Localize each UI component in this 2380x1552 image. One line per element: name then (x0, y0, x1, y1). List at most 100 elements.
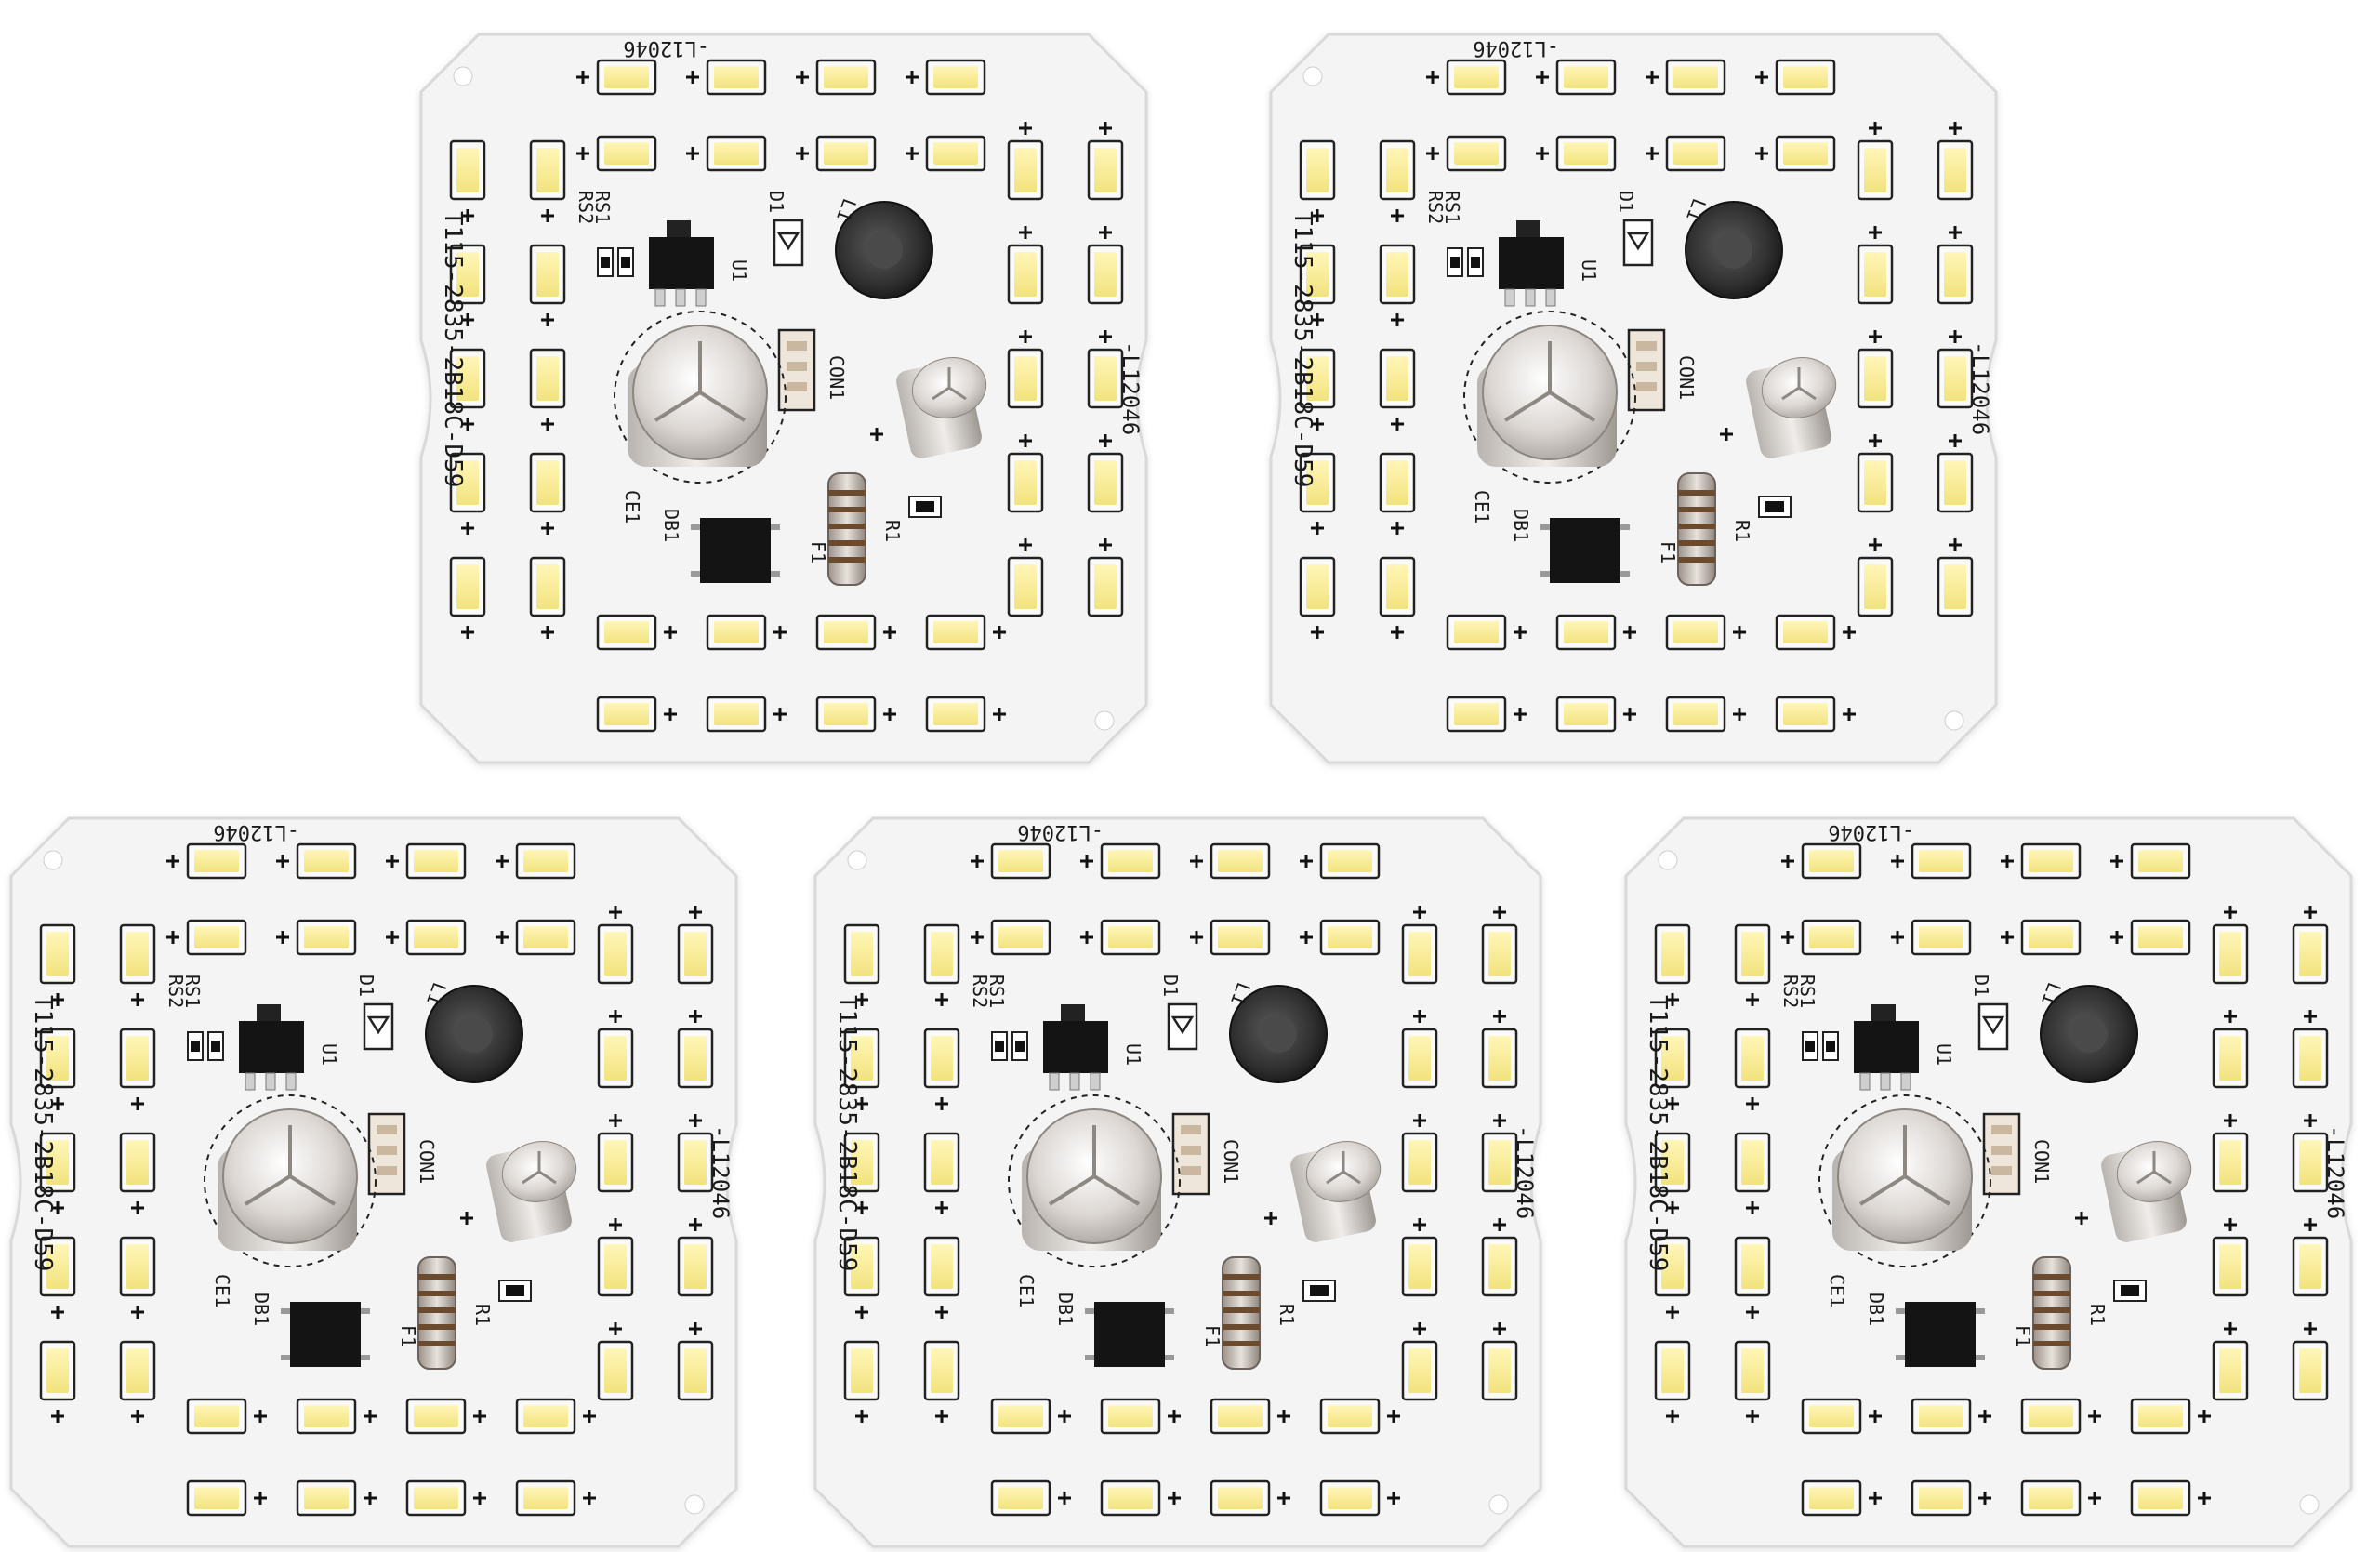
con1-pin (1181, 1125, 1201, 1134)
led-left-c0-r2-chip (1306, 356, 1329, 401)
db1-leads (1540, 524, 1630, 577)
f1-label: F1 (2012, 1325, 2034, 1347)
r1-resistor-body (506, 1285, 524, 1296)
f1-band (1223, 1324, 1260, 1330)
polarity-mark (1311, 418, 1324, 431)
led-left-c1-r4-chip (126, 1348, 149, 1393)
polarity-mark (609, 906, 622, 919)
ce1-footprint (1008, 1094, 1181, 1267)
led-bottom-r1-c0-chip (1809, 1487, 1854, 1509)
led-left-c1-r0-chip (536, 148, 559, 192)
led-left-c1-r0-chip (126, 932, 149, 976)
led-bottom-r0-c1-chip (1919, 1405, 1964, 1427)
polarity-mark (2110, 931, 2123, 944)
led-right-c0-r2-chip (2219, 1140, 2241, 1185)
polarity-mark (496, 855, 509, 868)
polarity-mark (1746, 1201, 1759, 1214)
led-top-r0-c0-chip (998, 850, 1043, 872)
polarity-mark (1080, 931, 1093, 944)
polarity-mark (1168, 1492, 1181, 1505)
polarity-mark (855, 1306, 868, 1319)
led-bottom-r1-c2-chip (2029, 1487, 2073, 1509)
led-right-c0-r4-chip (604, 1348, 627, 1393)
led-bottom-r0-c0-chip (194, 1405, 239, 1427)
led-top-r0-c1-chip (714, 66, 759, 88)
led-right-c0-r1-chip (1864, 252, 1886, 297)
polarity-mark (1949, 122, 1962, 135)
led-top-r1-c2-chip (824, 142, 868, 165)
led-right-c1-r0-chip (684, 932, 707, 976)
rs2-label: RS2 (1424, 191, 1447, 224)
polarity-mark (1843, 708, 1856, 721)
led-bottom-r1-c1-chip (1108, 1487, 1153, 1509)
d1-diode (1622, 219, 1654, 267)
f1-band (418, 1307, 456, 1313)
led-right-c1-r3-chip (684, 1244, 707, 1289)
polarity-mark (855, 993, 868, 1006)
db1-leads (281, 1308, 370, 1360)
mounting-hole (1302, 66, 1323, 86)
d1-diode (1977, 1002, 2009, 1051)
db1-label: DB1 (660, 509, 682, 542)
polarity-mark (1391, 313, 1404, 326)
con1-pin (787, 382, 807, 391)
led-bottom-r0-c0-chip (1809, 1405, 1854, 1427)
polarity-mark (2304, 1114, 2317, 1127)
f1-band (418, 1291, 456, 1296)
d1-label: D1 (765, 191, 787, 213)
ce1-vent (244, 1125, 337, 1206)
led-left-c1-r1-chip (1386, 252, 1408, 297)
led-right-c1-r0-chip (1488, 932, 1511, 976)
polarity-mark (1949, 330, 1962, 343)
polarity-mark (583, 1492, 596, 1505)
polarity-mark (2224, 1218, 2237, 1231)
led-right-c0-r4-chip (1864, 564, 1886, 609)
led-bottom-r0-c0-chip (998, 1405, 1043, 1427)
db1-leads (1085, 1308, 1174, 1360)
led-bottom-r1-c1-chip (1919, 1487, 1964, 1509)
ce1-label: CE1 (621, 490, 643, 524)
r1-label: R1 (2086, 1304, 2109, 1326)
d1-label: D1 (355, 975, 377, 997)
polarity-mark (1099, 434, 1112, 447)
led-top-r0-c2-chip (1218, 850, 1263, 872)
con1-label: CON1 (1675, 355, 1698, 400)
polarity-mark (609, 1010, 622, 1023)
polarity-mark (2001, 855, 2014, 868)
polarity-mark (935, 993, 948, 1006)
led-left-c0-r1-chip (456, 252, 479, 297)
polarity-mark (1666, 1306, 1679, 1319)
polarity-mark (1058, 1410, 1071, 1423)
polarity-mark (2224, 906, 2237, 919)
rs1-label: RS1 (985, 975, 1008, 1008)
polarity-mark (1666, 1410, 1679, 1423)
board-code-side: -L12046 (1967, 341, 1993, 435)
polarity-mark (1277, 1410, 1290, 1423)
rs1-label: RS1 (1796, 975, 1818, 1008)
led-bottom-r1-c2-chip (1218, 1487, 1263, 1509)
polarity-mark (883, 708, 896, 721)
rs2-label: RS2 (969, 975, 991, 1008)
led-left-c1-r3-chip (931, 1244, 953, 1289)
led-top-r0-c2-chip (414, 850, 458, 872)
mounting-hole (1488, 1494, 1509, 1515)
led-left-c0-r4-chip (456, 564, 479, 609)
polarity-mark (276, 931, 289, 944)
polarity-mark (1746, 993, 1759, 1006)
polarity-mark (1949, 538, 1962, 551)
polarity-mark (664, 626, 677, 639)
polarity-mark (1190, 931, 1203, 944)
polarity-mark (1099, 538, 1112, 551)
polarity-mark (1666, 1201, 1679, 1214)
polarity-mark (1300, 931, 1313, 944)
f1-label: F1 (397, 1325, 419, 1347)
led-left-c0-r4-chip (851, 1348, 873, 1393)
polarity-mark (855, 1201, 868, 1214)
led-left-c1-r2-chip (931, 1140, 953, 1185)
led-right-c1-r2-chip (1944, 356, 1966, 401)
led-right-c1-r4-chip (684, 1348, 707, 1393)
u1-driver-ic (1043, 1021, 1108, 1073)
f1-band (2033, 1307, 2070, 1313)
sense-resistor-body (1826, 1041, 1835, 1052)
f1-band (1223, 1274, 1260, 1280)
